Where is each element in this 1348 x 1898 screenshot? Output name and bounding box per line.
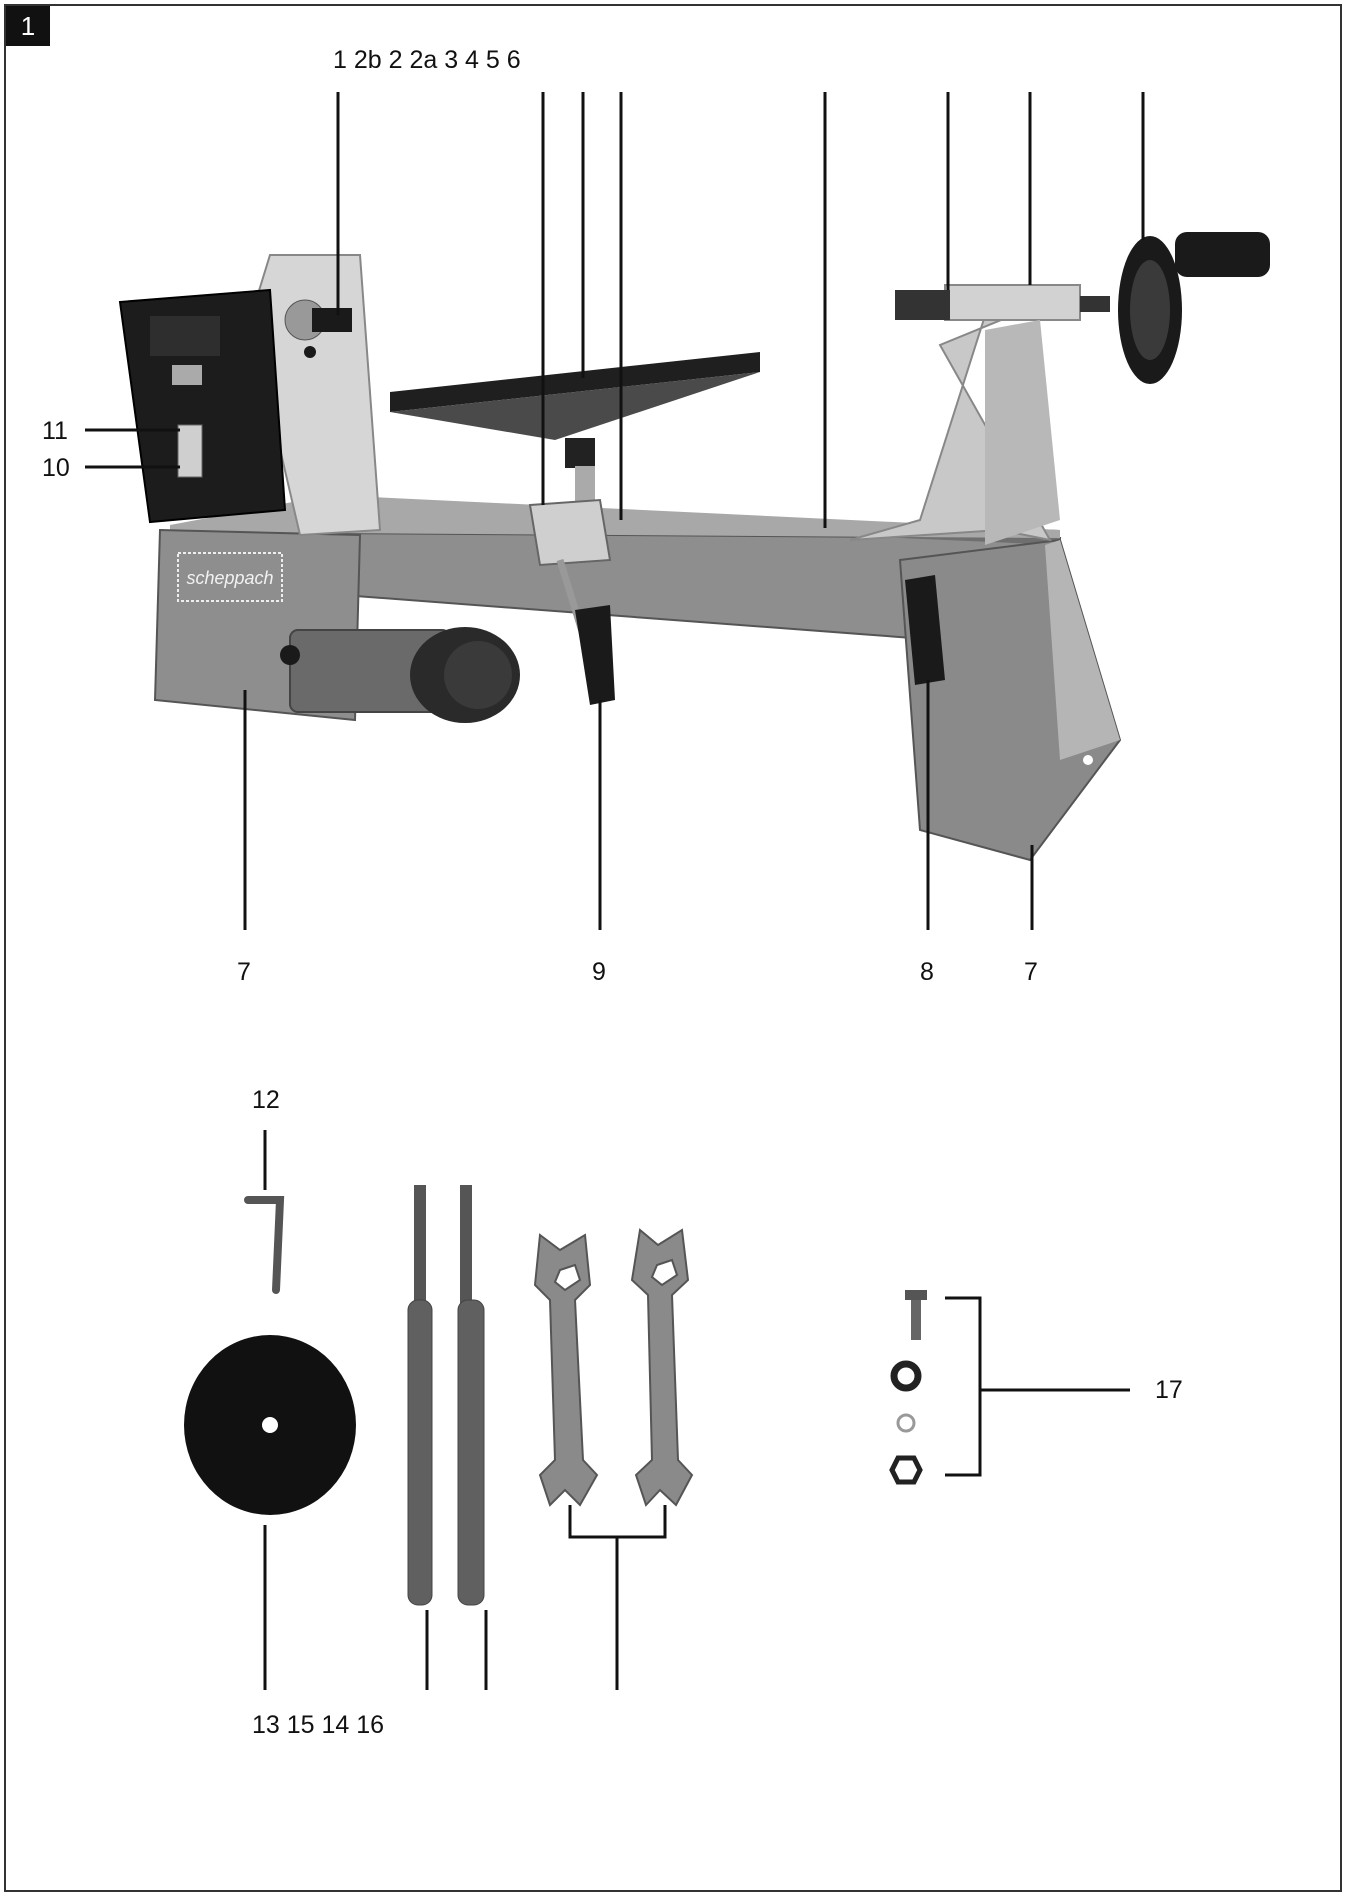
lathe-illustration: scheppach (118, 232, 1270, 862)
open-end-wrench-icon-2 (630, 1228, 694, 1507)
open-end-wrench-icon (533, 1233, 599, 1507)
allen-key-icon (244, 1196, 285, 1294)
bolt-washer-nut-icon (889, 1290, 927, 1485)
callout-8: 8 (920, 958, 934, 986)
callout-10: 10 (42, 454, 70, 482)
figure-frame (4, 4, 1342, 1892)
callout-7-left: 7 (237, 958, 251, 986)
callout-12: 12 (252, 1086, 280, 1114)
bed-top-surface (170, 495, 1060, 538)
spindle (284, 299, 352, 358)
right-leg-side (1045, 540, 1120, 760)
callout-top-group: 1 2b 2 2a 3 4 5 6 (333, 46, 521, 74)
callout-11: 11 (42, 417, 68, 445)
control-panel (118, 288, 287, 524)
turning-chisel-icon-2 (457, 1185, 485, 1606)
figure-number-badge: 1 (6, 6, 50, 46)
faceplate-disc-icon (184, 1335, 356, 1515)
callout-17: 17 (1155, 1376, 1183, 1404)
callout-9: 9 (592, 958, 606, 986)
callout-7-right: 7 (1024, 958, 1038, 986)
callout-lines (85, 92, 1145, 930)
turning-chisel-icon (407, 1185, 433, 1606)
brand-logo: scheppach (177, 552, 283, 602)
tool-rest (390, 352, 760, 508)
tool-rest-base (528, 498, 615, 705)
accessories: 12 (184, 1086, 1183, 1739)
callout-bottom-group: 13 15 14 16 (252, 1711, 384, 1739)
tailstock (849, 284, 1110, 685)
brand-logo-text: scheppach (186, 568, 273, 588)
motor (280, 627, 520, 723)
tailstock-handwheel (1118, 232, 1270, 384)
